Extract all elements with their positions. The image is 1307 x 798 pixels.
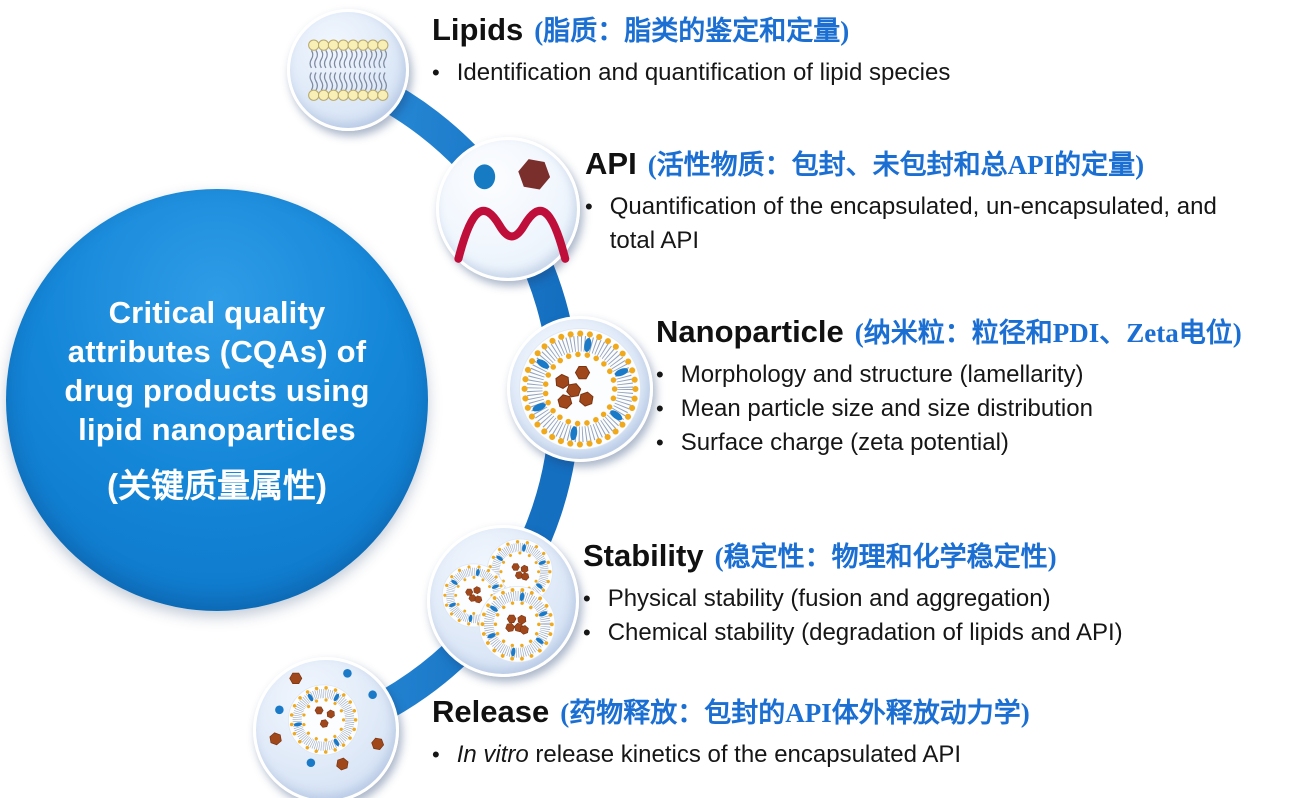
- bullet-item: • Chemical stability (degradation of lipi…: [583, 616, 1307, 650]
- bullet-marker: •: [432, 742, 440, 767]
- section-annotation-zh: (稳定性：物理和化学稳定性): [714, 542, 1057, 572]
- bullet-item: • Morphology and structure (lamellarity): [656, 358, 1306, 392]
- liposome-release-icon: [269, 669, 385, 771]
- cqa-title-line: attributes (CQAs) of: [67, 334, 367, 369]
- section-release-heading-row: Release (药物释放：包封的API体外释放动力学): [432, 692, 1162, 733]
- section-release: Release (药物释放：包封的API体外释放动力学) • In vitro r…: [432, 692, 1162, 772]
- cqa-title-line: lipid nanoparticles: [78, 412, 356, 447]
- bullet-item: • Quantification of the encapsulated, un-…: [585, 190, 1285, 258]
- section-stability-heading-row: Stability (稳定性：物理和化学稳定性): [583, 536, 1307, 577]
- section-lipids-bullets: • Identification and quantification of li…: [432, 56, 1162, 90]
- section-lipids: Lipids (脂质：脂类的鉴定和定量) • Identification and…: [432, 10, 1162, 90]
- section-release-bullets: • In vitro release kinetics of the encaps…: [432, 738, 1162, 772]
- bullet-text: Physical stability (fusion and aggregati…: [607, 585, 1051, 612]
- section-stability: Stability (稳定性：物理和化学稳定性) • Physical stabi…: [583, 536, 1307, 650]
- bullet-item: • Identification and quantification of li…: [432, 56, 1162, 90]
- liposome-aggregate-icon: [442, 538, 556, 663]
- bullet-marker: •: [656, 396, 664, 421]
- section-heading: API: [585, 146, 637, 181]
- section-lipids-heading-row: Lipids (脂质：脂类的鉴定和定量): [432, 10, 1162, 51]
- section-heading: Lipids: [432, 12, 524, 47]
- lipid-bilayer-icon: [307, 39, 389, 101]
- section-api: API (活性物质：包封、未包封和总API的定量) • Quantificatio…: [585, 144, 1285, 258]
- section-stability-bullets: • Physical stability (fusion and aggregat…: [583, 582, 1307, 650]
- stability-node-circle: [427, 525, 579, 677]
- cqa-title-line: drug products using: [64, 373, 370, 408]
- bullet-marker: •: [656, 362, 664, 387]
- cqa-center-circle: Critical quality attributes (CQAs) of dr…: [6, 189, 428, 611]
- bullet-item: • In vitro release kinetics of the encaps…: [432, 738, 1162, 772]
- bullet-item: • Physical stability (fusion and aggregat…: [583, 582, 1307, 616]
- bullet-text: Chemical stability (degradation of lipid…: [607, 619, 1123, 646]
- bullet-text: Morphology and structure (lamellarity): [680, 361, 1084, 388]
- section-nanoparticle: Nanoparticle (纳米粒：粒径和PDI、Zeta电位) • Morpho…: [656, 312, 1306, 460]
- bullet-item: • Surface charge (zeta potential): [656, 426, 1306, 460]
- api-node-circle: [436, 137, 580, 281]
- cqa-title-line: Critical quality: [108, 295, 326, 330]
- bullet-marker: •: [432, 60, 440, 85]
- bullet-marker: •: [583, 586, 591, 611]
- section-annotation-zh: (药物释放：包封的API体外释放动力学): [560, 698, 1030, 728]
- bullet-text: In vitro release kinetics of the encapsu…: [456, 741, 962, 768]
- section-nanoparticle-heading-row: Nanoparticle (纳米粒：粒径和PDI、Zeta电位): [656, 312, 1306, 353]
- section-annotation-zh: (活性物质：包封、未包封和总API的定量): [647, 150, 1145, 180]
- bullet-text: Identification and quantification of lip…: [456, 59, 951, 86]
- section-api-heading-row: API (活性物质：包封、未包封和总API的定量): [585, 144, 1285, 185]
- bullet-text: Quantification of the encapsulated, un-e…: [609, 193, 1217, 254]
- section-nanoparticle-bullets: •Morphology and structure (lamellarity) …: [656, 358, 1306, 460]
- cqa-subtitle-zh: (关键质量属性): [107, 467, 327, 504]
- cqa-title: Critical quality attributes (CQAs) of dr…: [64, 293, 369, 449]
- section-heading: Release: [432, 694, 550, 729]
- release-node-circle: [253, 657, 399, 798]
- bullet-marker: •: [585, 194, 593, 219]
- section-heading: Nanoparticle: [656, 314, 844, 349]
- nanoparticle-node-circle: [507, 316, 653, 462]
- bullet-text: Surface charge (zeta potential): [680, 429, 1009, 456]
- lipids-node-circle: [287, 9, 409, 131]
- bullet-text: Mean particle size and size distribution: [680, 395, 1093, 422]
- section-heading: Stability: [583, 538, 704, 573]
- section-api-bullets: • Quantification of the encapsulated, un-…: [585, 190, 1285, 258]
- section-annotation-zh: (脂质：脂类的鉴定和定量): [534, 16, 850, 46]
- bullet-item: • Mean particle size and size distributio…: [656, 392, 1306, 426]
- section-annotation-zh: (纳米粒：粒径和PDI、Zeta电位): [854, 318, 1242, 348]
- bullet-marker: •: [656, 430, 664, 455]
- bullet-marker: •: [583, 620, 591, 645]
- api-sample-icon: [454, 159, 570, 263]
- liposome-icon: [519, 328, 641, 450]
